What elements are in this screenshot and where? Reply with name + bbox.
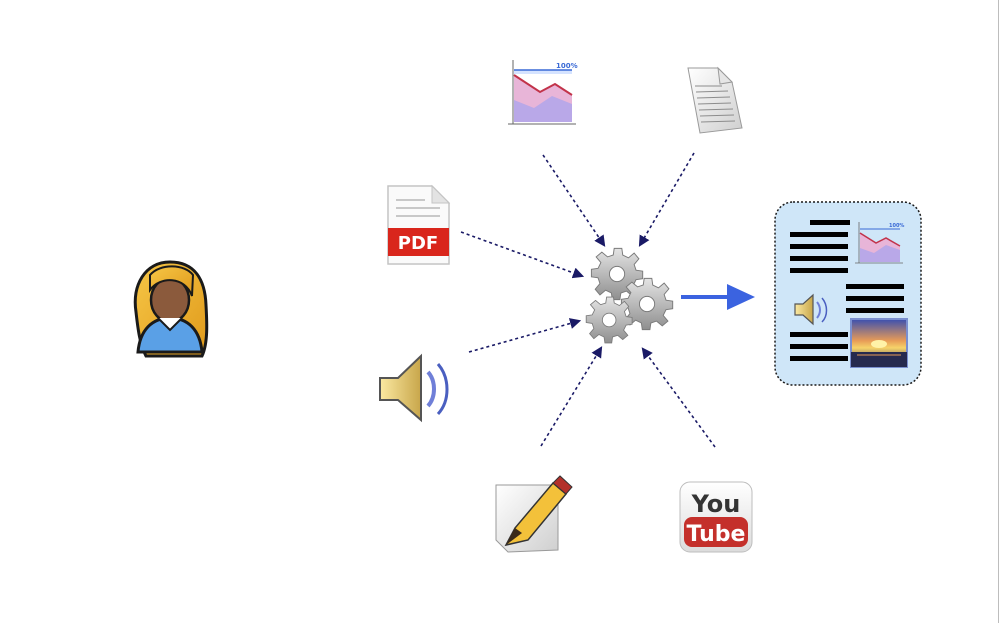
edit-pencil-icon [495,475,573,553]
result-chart-percent-label: 100% [889,223,904,229]
arrow-speaker-to-gears [468,318,582,353]
youtube-icon: You Tube [679,481,753,553]
arrow-chart-to-gears [542,154,606,247]
right-edge-divider [998,0,999,623]
arrow-youtube-to-gears [641,347,716,448]
arrow-pencil-to-gears [540,346,603,447]
chart-percent-label: 100% [556,62,578,70]
pdf-document-icon: PDF [387,184,451,265]
processing-gears-icon [585,247,674,344]
result-speaker-icon [794,293,828,326]
output-arrow [681,284,755,310]
user-avatar-icon [133,260,209,358]
youtube-you-label: You [691,490,741,518]
result-document-panel: 100% [774,201,922,386]
text-document-icon [687,66,743,134]
speaker-icon [379,353,449,423]
youtube-tube-label: Tube [687,522,746,547]
input-arrows [460,152,716,448]
pdf-label: PDF [398,233,438,254]
result-chart-icon: 100% [855,222,904,264]
result-sunset-image [850,318,908,368]
result-text-lines [790,220,904,361]
area-chart-icon: 100% [508,60,578,127]
arrow-document-to-gears [638,152,695,247]
arrow-pdf-to-gears [460,231,585,279]
